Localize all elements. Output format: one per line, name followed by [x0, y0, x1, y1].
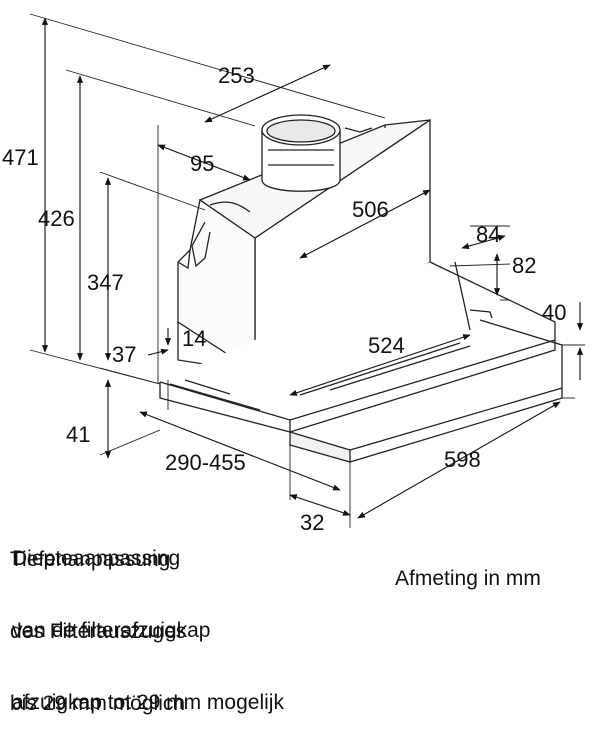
units-label: Afmeting in mm [395, 567, 541, 590]
note-dutch-line-3: afzuigkap tot 29 mm mogelijk [12, 691, 284, 714]
dim-line-32 [289, 494, 351, 516]
note-dutch-line-2: van de filterafzuigkap [12, 619, 211, 642]
dim-line-290-455 [139, 411, 341, 491]
label-347: 347 [87, 270, 124, 295]
dim-line-524 [289, 334, 471, 396]
drawer-front [289, 431, 351, 463]
label-95: 95 [190, 151, 214, 176]
dimension-lines [41, 17, 584, 519]
label-426: 426 [38, 206, 75, 231]
label-290-455: 290-455 [165, 450, 246, 475]
dim-line-598 [357, 401, 561, 519]
dim-line-84 [461, 234, 506, 250]
label-82: 82 [512, 253, 536, 278]
label-32: 32 [300, 510, 324, 535]
dim-line-506 [299, 189, 431, 259]
note-dutch: Diepteaanpassing van de filterafzuigkap … [12, 499, 284, 739]
cooker-hood-dimension-drawing: 471 426 347 37 14 41 253 95 506 84 82 40… [2, 13, 585, 535]
label-41: 41 [66, 422, 90, 447]
dim-line-253 [204, 64, 331, 123]
label-40: 40 [542, 300, 566, 325]
exhaust-outlet [261, 114, 341, 192]
label-471: 471 [2, 145, 39, 170]
label-506: 506 [352, 197, 389, 222]
dim-line-95 [157, 144, 251, 181]
label-84: 84 [476, 222, 500, 247]
note-dutch-line-1: Diepteaanpassing [12, 547, 181, 570]
dimension-labels: 471 426 347 37 14 41 253 95 506 84 82 40… [2, 63, 566, 535]
note-german-line-1: Tiefenanpassung [10, 548, 171, 571]
label-253: 253 [218, 63, 255, 88]
label-524: 524 [368, 333, 405, 358]
label-37: 37 [112, 342, 136, 367]
label-598: 598 [444, 447, 481, 472]
label-14: 14 [182, 326, 206, 351]
dim-line-37 [147, 348, 169, 356]
